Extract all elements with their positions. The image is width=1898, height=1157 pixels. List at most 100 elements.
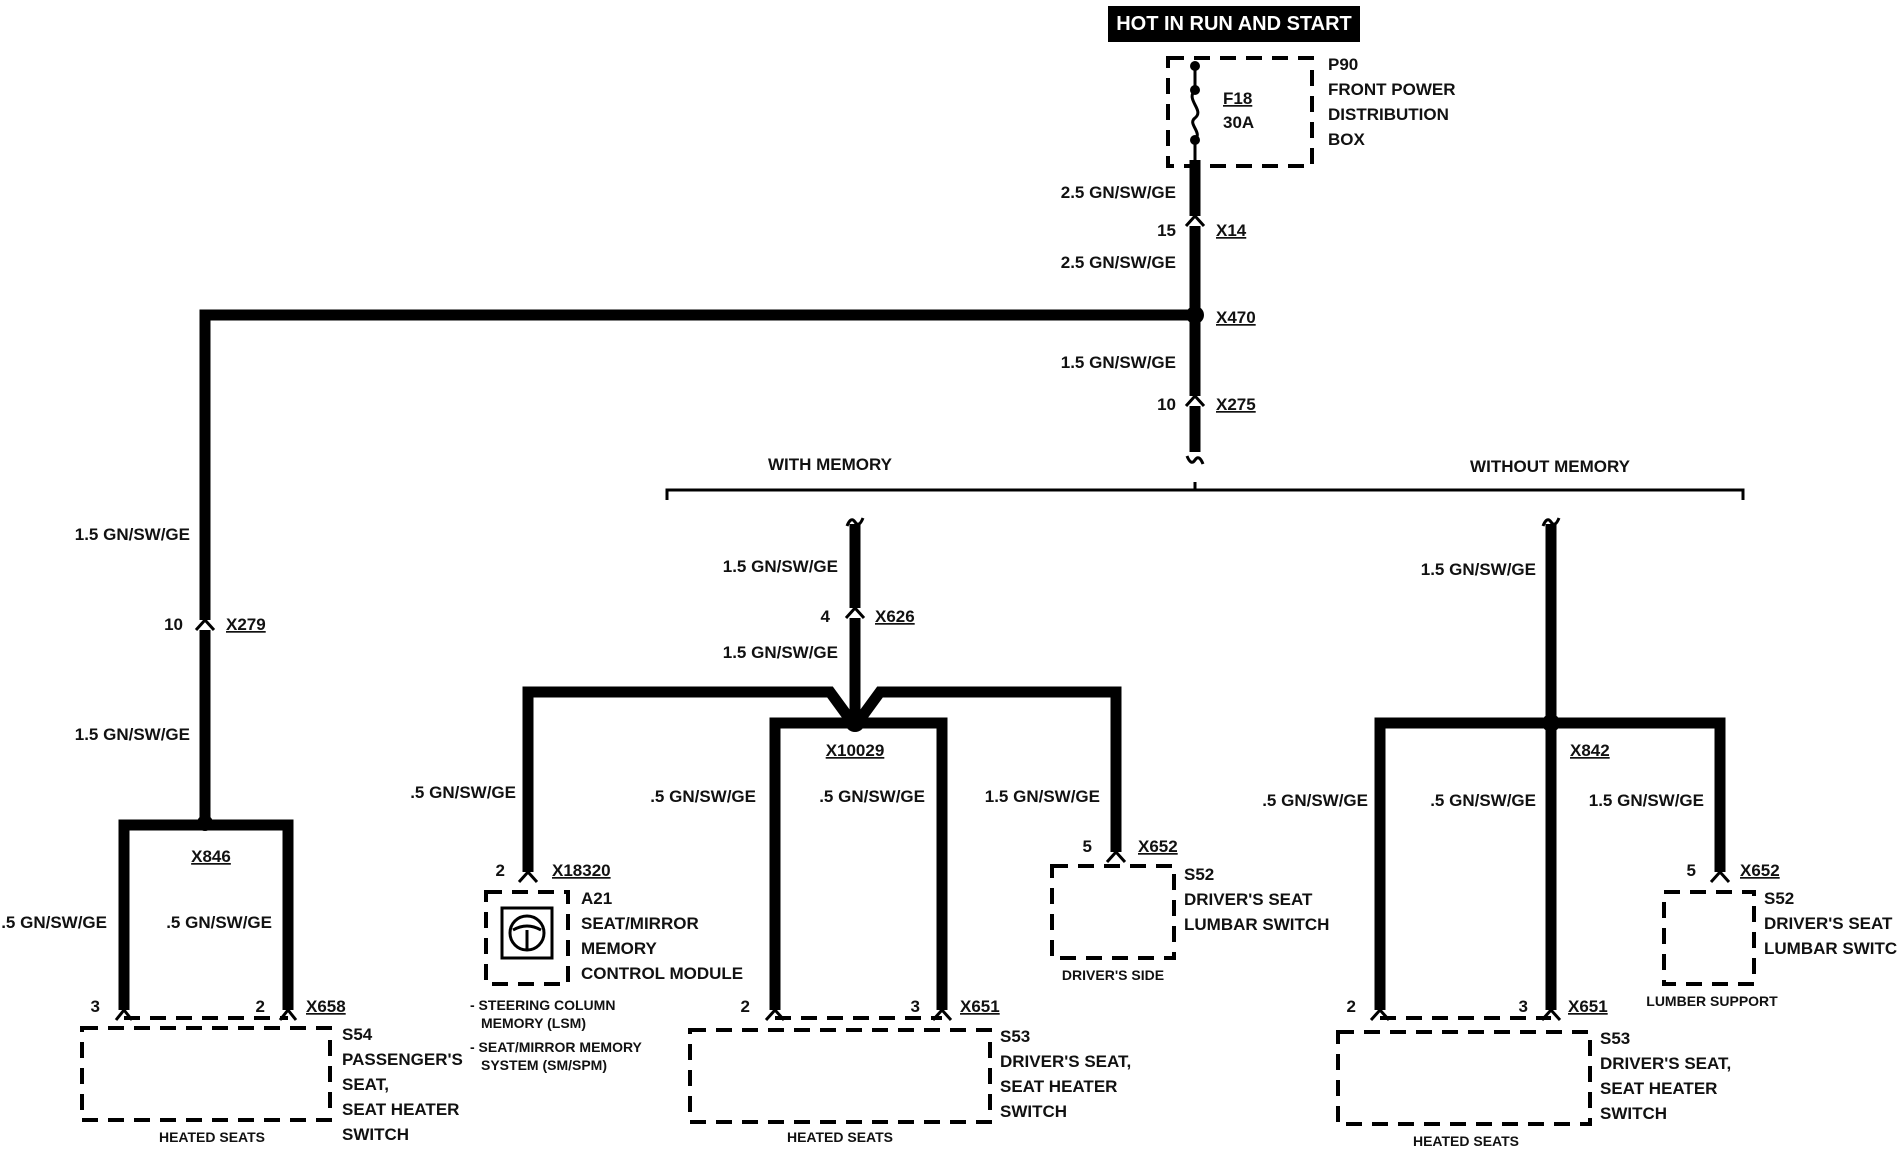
x846-label: X846 xyxy=(191,847,231,866)
with-memory-heater-wire-left-label: .5 GN/SW/GE xyxy=(650,787,756,806)
x275-connector-symbol xyxy=(1184,393,1206,408)
s52b-switch-outline xyxy=(1662,890,1756,986)
with-memory-lumbar-wire xyxy=(856,686,1122,852)
x652-connector-symbol xyxy=(1105,849,1127,864)
a21-name-2: MEMORY xyxy=(581,939,658,958)
s54-name-2: SEAT, xyxy=(342,1075,389,1094)
a21-module-icon-frame xyxy=(500,906,554,960)
s54-caption: HEATED SEATS xyxy=(159,1129,265,1145)
passenger-wire-left-label: .5 GN/SW/GE xyxy=(1,913,107,932)
x652b-connector-symbol xyxy=(1709,869,1731,884)
s53b-name-2: SEAT HEATER xyxy=(1600,1079,1717,1098)
s53-caption: HEATED SEATS xyxy=(787,1129,893,1145)
s53b-switch-outline xyxy=(1336,1030,1592,1126)
s53-id: S53 xyxy=(1000,1027,1030,1046)
with-memory-wire-break xyxy=(845,517,865,527)
without-memory-wire-break xyxy=(1541,517,1561,527)
main-wire-1-label: 2.5 GN/SW/GE xyxy=(1061,183,1176,202)
x652b-pin: 5 xyxy=(1687,861,1696,880)
s52b-caption: LUMBER SUPPORT xyxy=(1646,993,1778,1009)
x651b-pin-right: 3 xyxy=(1519,997,1528,1016)
x658-label: X658 xyxy=(306,997,346,1016)
x18320-connector-symbol xyxy=(517,869,539,884)
s53-switch-outline xyxy=(688,1028,992,1124)
a21-note-2a: - SEAT/MIRROR MEMORY xyxy=(470,1039,643,1055)
a21-id: A21 xyxy=(581,889,612,908)
passenger-seat-wires xyxy=(118,819,294,1010)
s53-name-2: SEAT HEATER xyxy=(1000,1077,1117,1096)
main-wire-2-label: 2.5 GN/SW/GE xyxy=(1061,253,1176,272)
x842-label: X842 xyxy=(1570,741,1610,760)
a21-name-1: SEAT/MIRROR xyxy=(581,914,699,933)
fuse-box-name-2: DISTRIBUTION xyxy=(1328,105,1449,124)
s52b-name-2: LUMBAR SWITCH xyxy=(1764,939,1898,958)
without-memory-heater-wire-left-label: .5 GN/SW/GE xyxy=(1262,791,1368,810)
with-memory-wire-top-label: 1.5 GN/SW/GE xyxy=(723,557,838,576)
x626-pin: 4 xyxy=(821,607,831,626)
fuse-rating: 30A xyxy=(1223,113,1254,132)
with-memory-heater-wire-right-label: .5 GN/SW/GE xyxy=(819,787,925,806)
x279-connector-symbol xyxy=(194,617,216,632)
banner-title: HOT IN RUN AND START xyxy=(1116,13,1352,35)
x275-label: X275 xyxy=(1216,395,1256,414)
with-memory-label: WITH MEMORY xyxy=(768,455,893,474)
x279-pin: 10 xyxy=(164,615,183,634)
s52b-name-1: DRIVER'S SEAT xyxy=(1764,914,1893,933)
x275-pin: 10 xyxy=(1157,395,1176,414)
a21-note-1a: - STEERING COLUMN xyxy=(470,997,615,1013)
without-memory-wire-top-label: 1.5 GN/SW/GE xyxy=(1421,560,1536,579)
fuse-box-id: P90 xyxy=(1328,55,1358,74)
s52-switch-outline xyxy=(1050,864,1176,960)
s53-name-1: DRIVER'S SEAT, xyxy=(1000,1052,1131,1071)
main-wire-break xyxy=(1185,455,1205,465)
a21-note-1b: MEMORY (LSM) xyxy=(481,1015,586,1031)
s53-name-3: SWITCH xyxy=(1000,1102,1067,1121)
x651-pin-right: 3 xyxy=(911,997,920,1016)
x652-label: X652 xyxy=(1138,837,1178,856)
s52b-id: S52 xyxy=(1764,889,1794,908)
without-memory-label: WITHOUT MEMORY xyxy=(1470,457,1631,476)
x14-label: X14 xyxy=(1216,221,1247,240)
fuse-symbol xyxy=(1190,88,1200,142)
s54-id: S54 xyxy=(342,1025,373,1044)
x658-pin-right: 2 xyxy=(256,997,265,1016)
fuse-box-outline xyxy=(1166,56,1314,168)
s54-switch-outline xyxy=(80,1026,332,1122)
fuse-box-name-1: FRONT POWER xyxy=(1328,80,1456,99)
x626-connector-symbol xyxy=(844,605,866,620)
with-memory-lumbar-wire-label: 1.5 GN/SW/GE xyxy=(985,787,1100,806)
x658-pin-left: 3 xyxy=(91,997,100,1016)
s53b-caption: HEATED SEATS xyxy=(1413,1133,1519,1149)
x626-label: X626 xyxy=(875,607,915,626)
a21-note-2b: SYSTEM (SM/SPM) xyxy=(481,1057,607,1073)
x651-label: X651 xyxy=(960,997,1000,1016)
x279-label: X279 xyxy=(226,615,266,634)
module-wire-label: .5 GN/SW/GE xyxy=(410,783,516,802)
fuse-terminal-top xyxy=(1190,61,1200,71)
x14-pin: 15 xyxy=(1157,221,1176,240)
x651b-pin-left: 2 xyxy=(1347,997,1356,1016)
s52-id: S52 xyxy=(1184,865,1214,884)
passenger-feed-wire xyxy=(199,309,1195,620)
banner-box xyxy=(1108,6,1360,42)
passenger-wire-mid-label: 1.5 GN/SW/GE xyxy=(75,725,190,744)
steering-wheel-spokes-icon xyxy=(512,924,542,950)
x470-label: X470 xyxy=(1216,308,1256,327)
s52-name-1: DRIVER'S SEAT xyxy=(1184,890,1313,909)
x651b-label: X651 xyxy=(1568,997,1608,1016)
without-memory-lumbar-wire-label: 1.5 GN/SW/GE xyxy=(1589,791,1704,810)
without-memory-heater-wire-right-label: .5 GN/SW/GE xyxy=(1430,791,1536,810)
s54-name-3: SEAT HEATER xyxy=(342,1100,459,1119)
s52-caption: DRIVER'S SIDE xyxy=(1062,967,1164,983)
a21-name-3: CONTROL MODULE xyxy=(581,964,743,983)
fuse-label: F18 xyxy=(1223,89,1252,108)
x651-pin-left: 2 xyxy=(741,997,750,1016)
passenger-wire-top-label: 1.5 GN/SW/GE xyxy=(75,525,190,544)
x10029-label: X10029 xyxy=(826,741,885,760)
s54-name-4: SWITCH xyxy=(342,1125,409,1144)
s53b-name-3: SWITCH xyxy=(1600,1104,1667,1123)
module-wire xyxy=(522,686,854,872)
x18320-label: X18320 xyxy=(552,861,611,880)
